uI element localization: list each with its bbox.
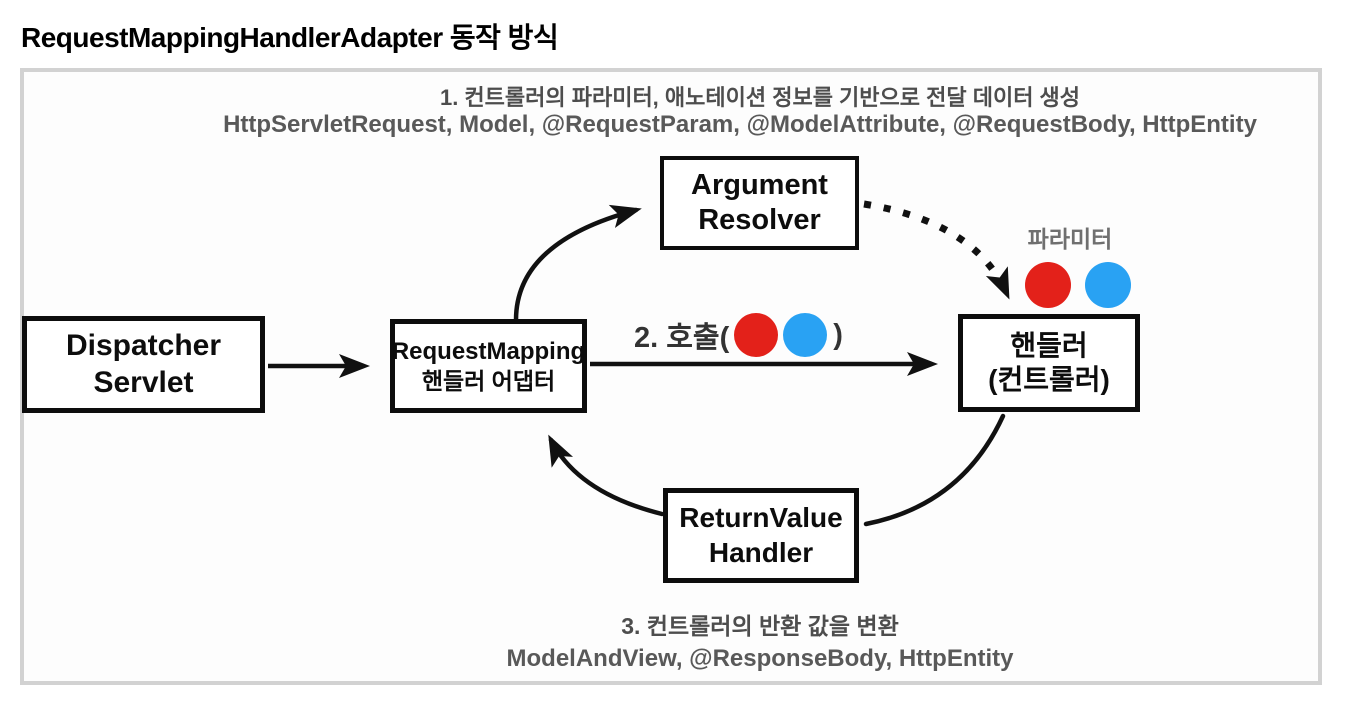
node-label: Servlet	[93, 365, 194, 399]
node-return-value-handler: ReturnValue Handler	[663, 488, 859, 583]
red-param-circle	[734, 313, 779, 357]
node-label: ReturnValue	[679, 502, 843, 534]
step3-types: ModelAndView, @ResponseBody, HttpEntity	[506, 645, 1014, 672]
red-param-circle	[1025, 262, 1071, 308]
node-label: Dispatcher	[65, 328, 222, 362]
node-label: Handler	[708, 536, 814, 568]
step3-caption: 3. 컨트롤러의 반환 값을 변환	[621, 613, 899, 639]
blue-param-circle	[1085, 262, 1131, 308]
step2-call: 2. 호출( )	[634, 313, 843, 357]
node-label: Resolver	[698, 204, 821, 236]
step1-caption: 1. 컨트롤러의 파라미터, 애노테이션 정보를 기반으로 전달 데이터 생성	[439, 85, 1081, 110]
red-param-icon	[1025, 262, 1071, 308]
red-param-icon	[734, 313, 779, 357]
node-argument-resolver: Argument Resolver	[660, 156, 859, 250]
node-label: RequestMapping	[391, 338, 586, 366]
parameter-label: 파라미터	[1027, 226, 1113, 252]
step1-types: HttpServletRequest, Model, @RequestParam…	[223, 111, 1257, 138]
page-title: RequestMappingHandlerAdapter 동작 방식	[21, 22, 559, 53]
node-label: 핸들러 어댑터	[421, 367, 556, 394]
blue-param-icon	[783, 313, 828, 357]
parameter-dots	[1025, 262, 1131, 308]
node-label: (컨트롤러)	[988, 364, 1110, 395]
node-label: Argument	[691, 168, 828, 201]
node-request-mapping-adapter: RequestMapping 핸들러 어댑터	[390, 319, 587, 413]
step2-call-suffix: )	[833, 318, 843, 351]
blue-param-icon	[1085, 262, 1131, 308]
node-label: 핸들러	[1010, 329, 1088, 361]
node-handler-controller: 핸들러 (컨트롤러)	[958, 314, 1140, 412]
node-dispatcher-servlet: Dispatcher Servlet	[22, 316, 265, 413]
blue-param-circle	[783, 313, 828, 357]
step2-call-prefix: 2. 호출(	[634, 322, 730, 354]
